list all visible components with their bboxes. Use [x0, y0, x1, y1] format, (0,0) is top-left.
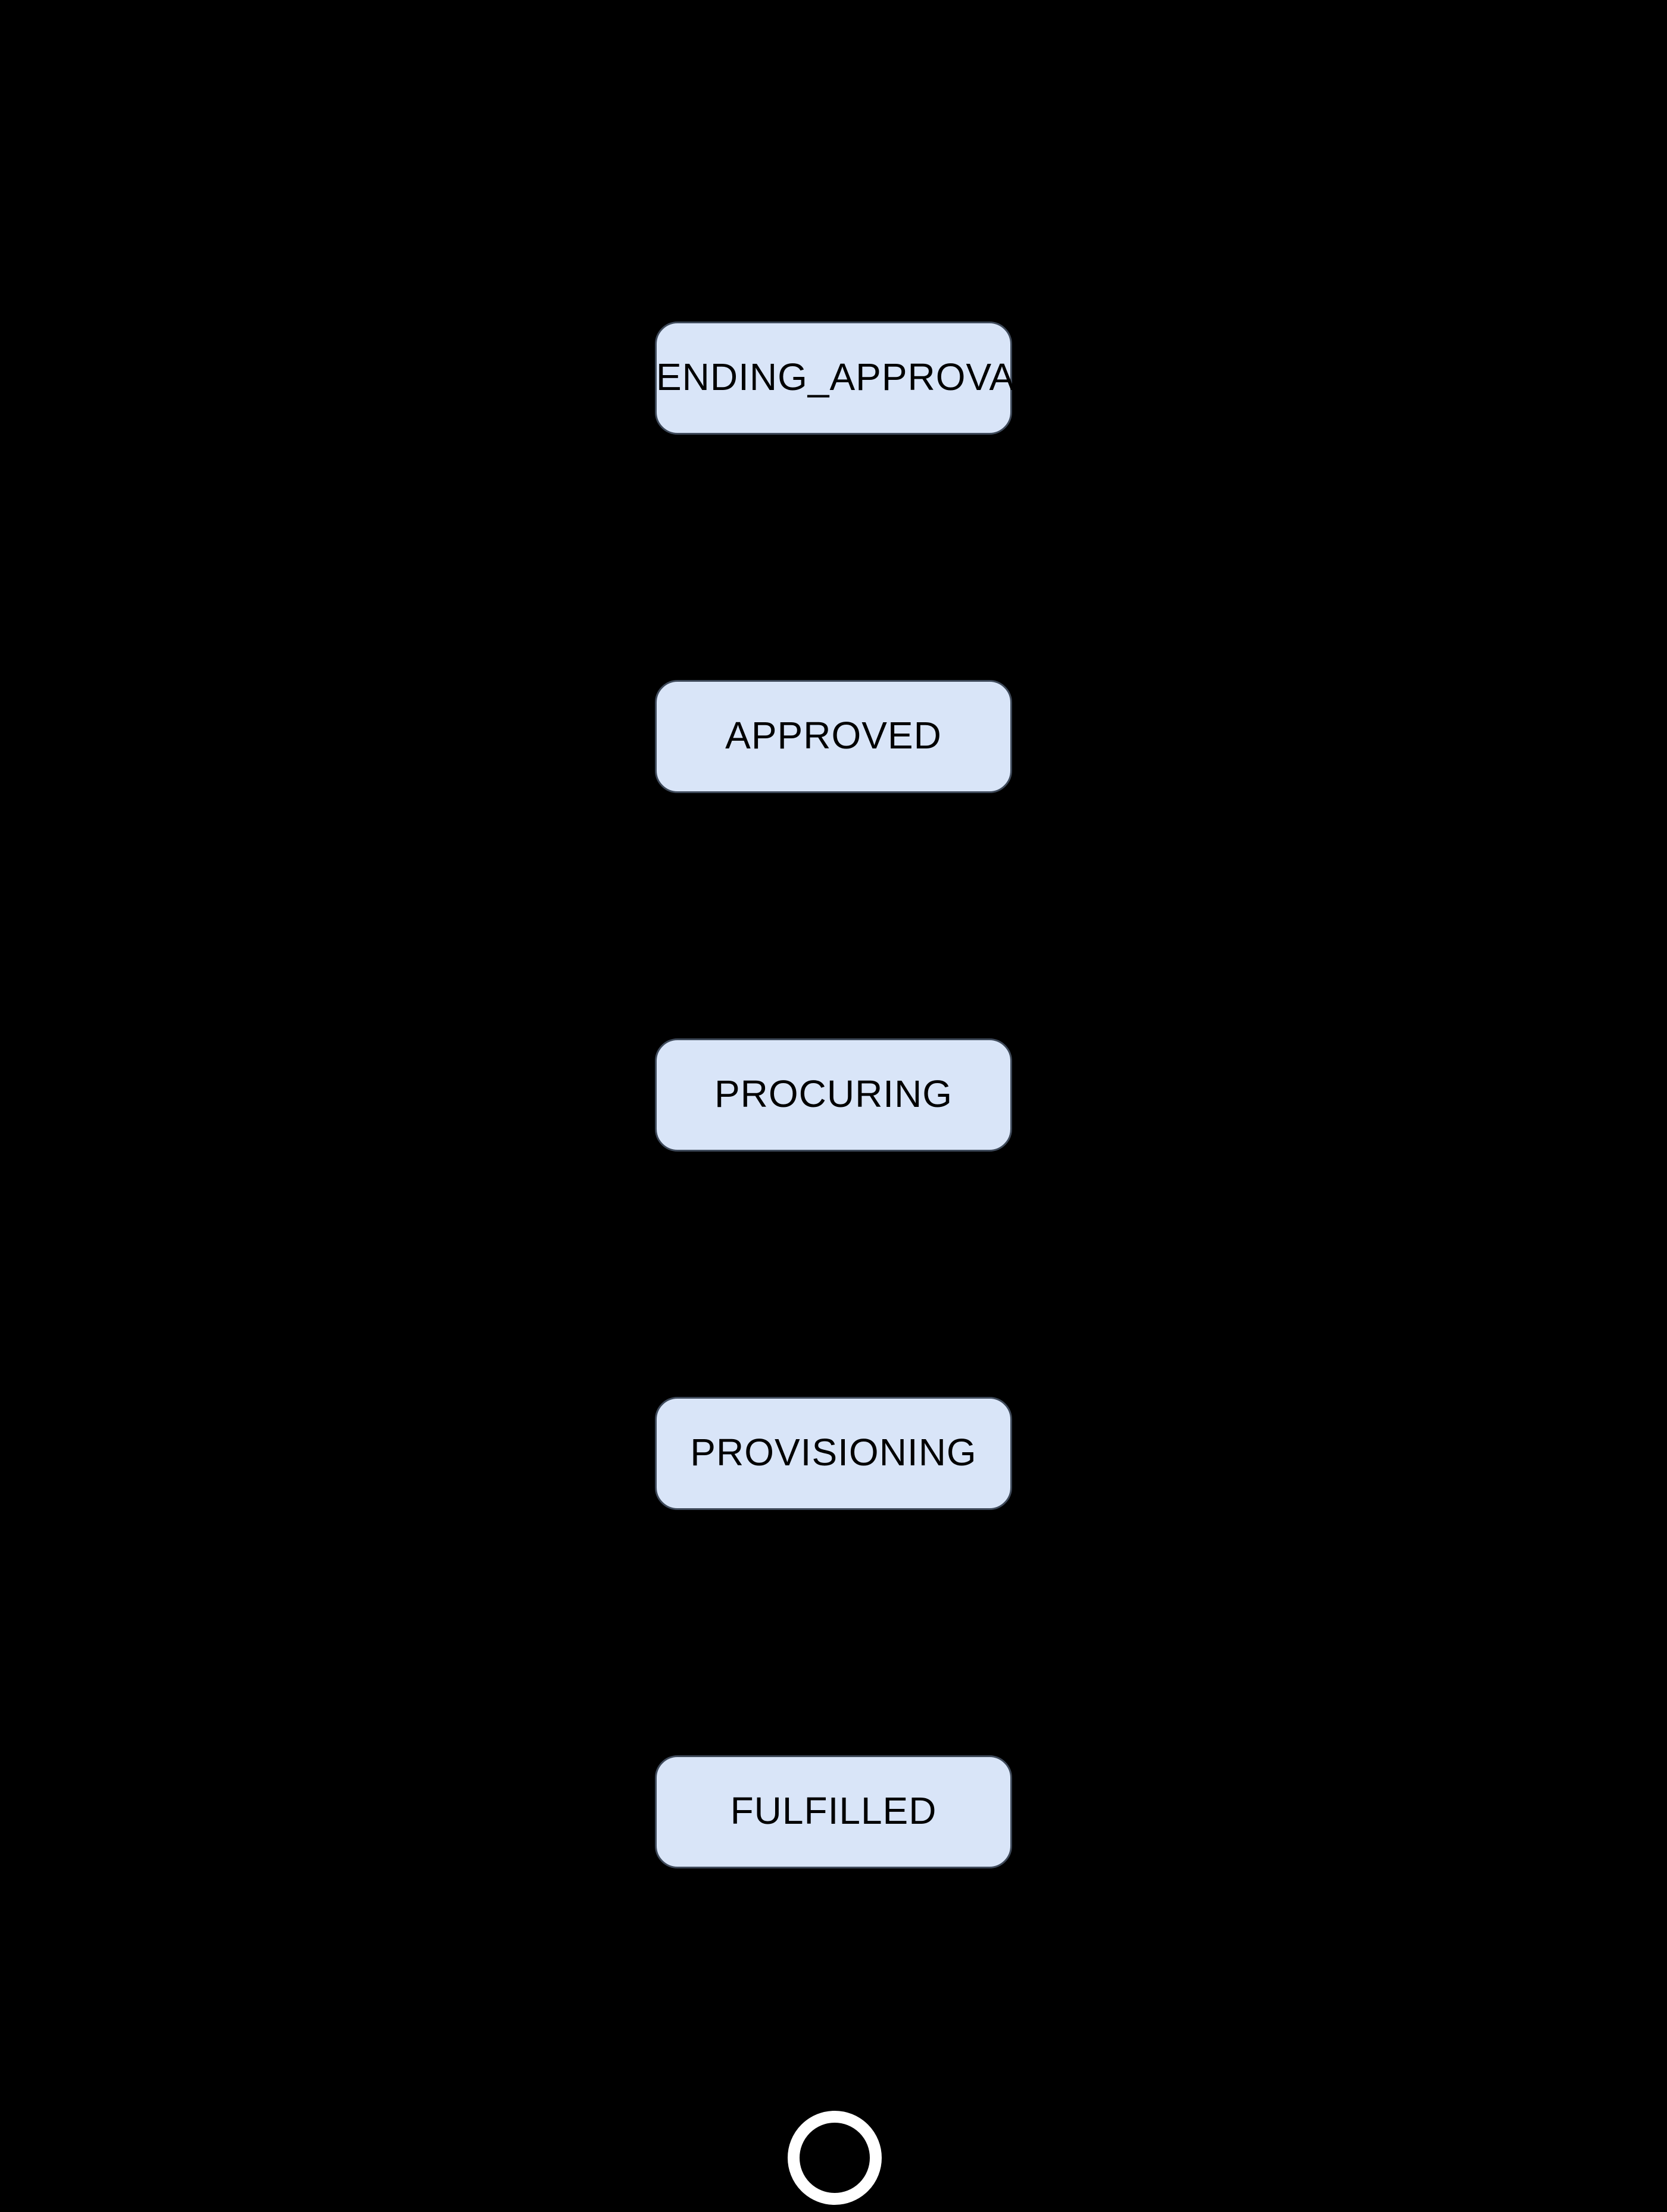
state-label-pending-approval: PENDING_APPROVAL: [630, 355, 1037, 398]
state-node-procuring: PROCURING: [655, 1038, 1012, 1152]
state-node-pending-approval: PENDING_APPROVAL: [630, 322, 1037, 435]
state-label-fulfilled: FULFILLED: [730, 1789, 937, 1832]
final-state-icon: [788, 2111, 882, 2205]
state-label-provisioning: PROVISIONING: [690, 1431, 977, 1474]
state-label-procuring: PROCURING: [714, 1072, 953, 1115]
state-node-fulfilled: FULFILLED: [655, 1755, 1012, 1868]
state-node-provisioning: PROVISIONING: [655, 1397, 1012, 1510]
state-label-approved: APPROVED: [725, 714, 942, 757]
state-node-approved: APPROVED: [655, 680, 1012, 793]
